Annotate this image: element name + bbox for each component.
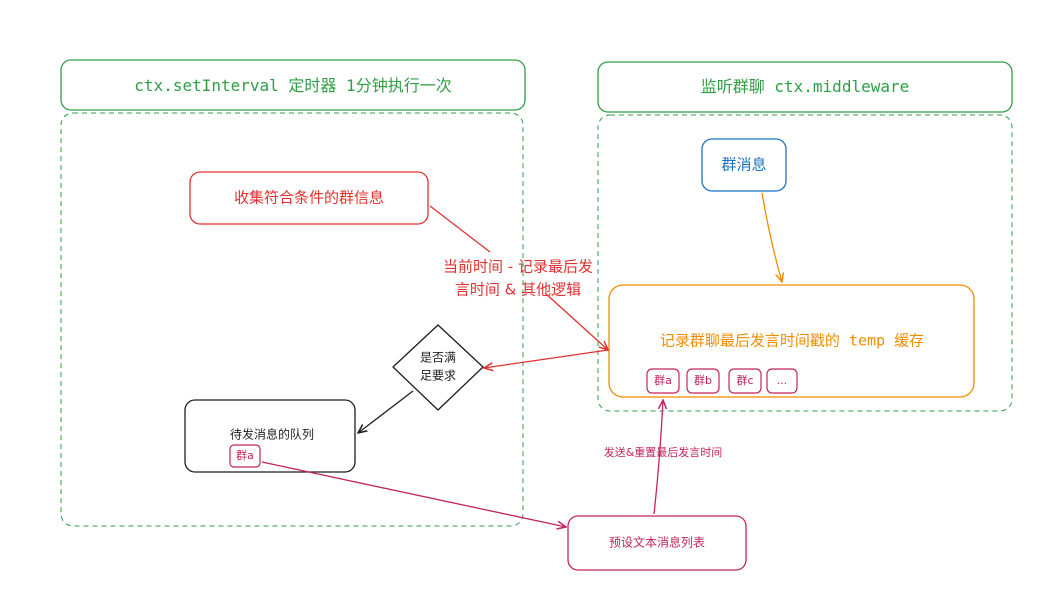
right-panel-container: [597, 114, 1013, 412]
temp-cache-label: 记录群聊最后发言时间戳的 temp 缓存: [659, 331, 925, 350]
decision-label-line2: 足要求: [419, 368, 457, 383]
queue-chip: 群a: [236, 449, 254, 463]
chip-box-more: [766, 368, 798, 394]
left-panel-container: [60, 112, 524, 527]
condition-label-line1: 当前时间 - 记录最后发: [443, 257, 593, 276]
left-panel-title: ctx.setInterval 定时器 1分钟执行一次: [134, 76, 452, 95]
chip-b: 群b: [694, 374, 712, 388]
condition-label-line2: 言时间 & 其他逻辑: [454, 280, 582, 299]
preset-box: [567, 515, 747, 571]
queue-chip-box: [229, 444, 261, 468]
queue-box-label: 待发消息的队列: [229, 427, 315, 442]
arrow-preset-to-temp: [653, 400, 663, 515]
chip-box-b: [686, 368, 720, 394]
chip-a: 群a: [654, 374, 672, 388]
chip-more: ...: [776, 374, 788, 388]
arrow-decision-to-queue: [358, 390, 414, 433]
message-box: [701, 138, 787, 192]
right-panel-title: 监听群聊 ctx.middleware: [700, 77, 910, 96]
right-panel-title-box: [597, 61, 1013, 113]
collect-box: [189, 171, 429, 225]
collect-box-label: 收集符合条件的群信息: [233, 188, 385, 207]
decision-diamond: [392, 324, 484, 411]
left-panel-title-box: [60, 59, 526, 111]
preset-box-label: 预设文本消息列表: [608, 535, 706, 550]
chip-c: 群c: [736, 374, 754, 388]
send-reset-label: 发送&重置最后发言时间: [603, 446, 723, 460]
queue-box: [184, 399, 356, 473]
message-box-label: 群消息: [721, 155, 767, 174]
arrow-message-to-temp: [761, 192, 782, 282]
arrow-queue-to-preset: [261, 461, 566, 527]
chip-box-a: [646, 368, 680, 394]
arrow-collect-to-temp: [429, 205, 491, 253]
decision-label-line1: 是否满: [419, 350, 457, 365]
arrow-collect-to-temp-tail: [544, 292, 608, 350]
chip-box-c: [728, 368, 762, 394]
arrow-temp-to-decision: [484, 349, 609, 368]
